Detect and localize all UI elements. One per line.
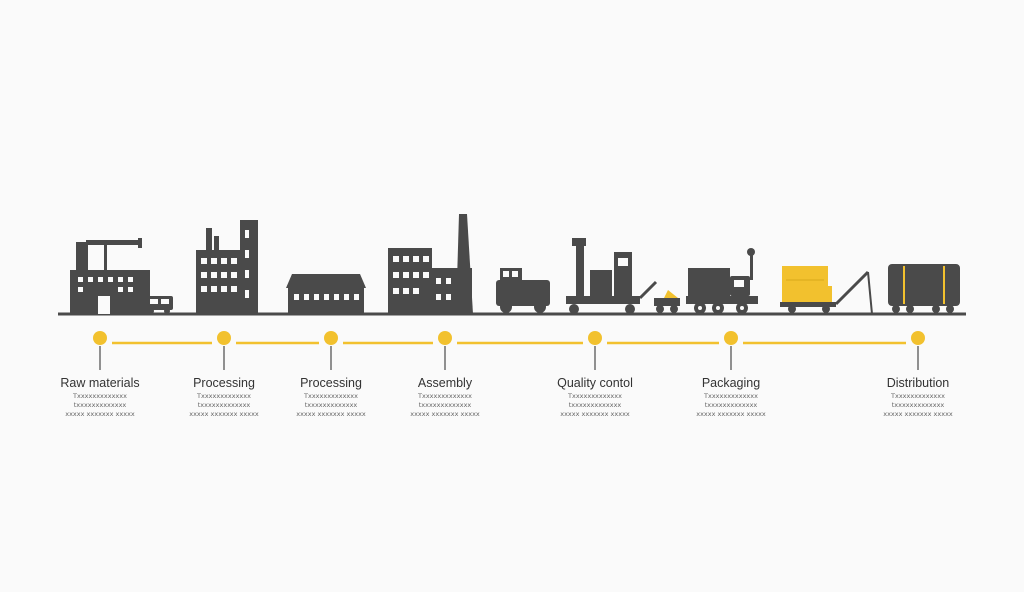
stage-description: Txxxxxxxxxxxxx txxxxxxxxxxxxx xxxxx xxxx…: [696, 392, 766, 418]
timeline-dot: [324, 331, 338, 345]
timeline-dot: [217, 331, 231, 345]
stage-description: Txxxxxxxxxxxxx txxxxxxxxxxxxx xxxxx xxxx…: [65, 392, 135, 418]
timeline-dot: [438, 331, 452, 345]
stage-description: Txxxxxxxxxxxxx txxxxxxxxxxxxx xxxxx xxxx…: [296, 392, 366, 418]
stage-label: Assembly: [417, 376, 473, 390]
stage-label: Quality contol: [557, 376, 633, 390]
stage-label: Packaging: [701, 376, 761, 390]
warehouse-icon: [286, 274, 366, 314]
stage-label: Processing: [300, 376, 362, 390]
stage-label: Distribution: [886, 376, 950, 390]
freight-container-icon: [780, 264, 960, 315]
timeline: [93, 331, 925, 370]
timeline-dot: [93, 331, 107, 345]
timeline-dot: [911, 331, 925, 345]
factory-with-crane-icon: [70, 238, 173, 314]
stage-label: Raw materials: [60, 376, 140, 390]
processing-plant-icon: [196, 220, 258, 314]
stage-label: Processing: [193, 376, 255, 390]
assembly-plant-icon: [388, 214, 473, 314]
stage-description: Txxxxxxxxxxxxx txxxxxxxxxxxxx xxxxx xxxx…: [410, 392, 480, 418]
timeline-dot: [588, 331, 602, 345]
timeline-dot: [724, 331, 738, 345]
packaging-truck-icon: [686, 248, 758, 314]
inspection-machinery-icon: [496, 238, 680, 314]
stage-description: Txxxxxxxxxxxxx txxxxxxxxxxxxx xxxxx xxxx…: [883, 392, 953, 418]
stage-description: Txxxxxxxxxxxxx txxxxxxxxxxxxx xxxxx xxxx…: [189, 392, 259, 418]
stage-description: Txxxxxxxxxxxxx txxxxxxxxxxxxx xxxxx xxxx…: [560, 392, 630, 418]
